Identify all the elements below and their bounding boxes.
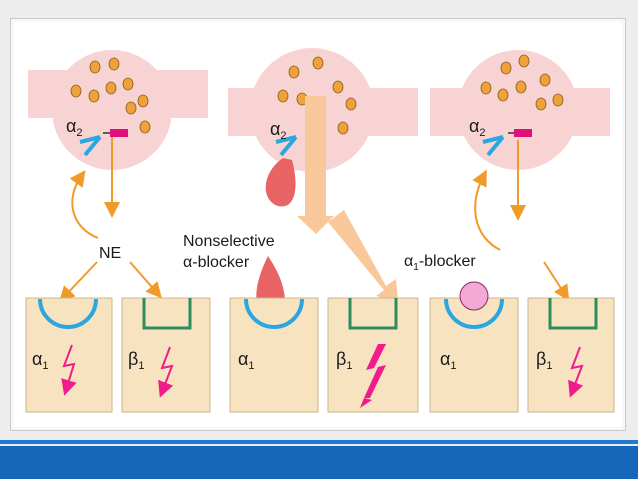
alpha1-label-1: α1 [32,349,49,372]
alpha1-blocker-label: α1-blocker [404,253,476,273]
beta1-label-1: β1 [128,349,144,372]
alpha1-receptor-1 [38,298,98,329]
alpha2-label-2: α2 [270,119,287,142]
footer-bar [0,446,638,479]
alpha1-label-2: α1 [238,349,255,372]
panel-3-alpha1-blocker: α2 α1-blocker α1 β1 [404,50,615,413]
beta1-label-3: β1 [536,349,552,372]
beta1-receptor-1 [142,298,192,330]
alpha1-label-3: α1 [440,349,457,372]
vesicles-2 [277,56,357,135]
beta1-receptor-3 [548,298,598,330]
alpha2-receptor-2 [275,135,298,157]
ne-to-beta1-arrow-1 [129,261,162,299]
feedback-arrow-1 [69,170,99,239]
big-release-arrow [297,96,334,234]
presynaptic-marker-1 [110,129,128,137]
alpha2-receptor-1 [79,135,102,157]
nonselective-label-2: α-blocker [183,254,250,271]
alpha2-label-1: α2 [66,116,83,139]
alpha1-cell-2 [229,297,319,413]
alpha1-blocker-drug [459,281,489,311]
nonselective-label: Nonselective [183,233,275,250]
alpha1-receptor-2 [244,298,304,329]
ne-label: NE [99,245,121,262]
big-to-beta1-arrow [328,210,398,302]
lightning-icon [568,346,584,398]
presynaptic-marker-3 [514,129,532,137]
footer-accent-line [0,440,638,444]
lightning-icon-tip [360,398,372,408]
lightning-icon [158,346,174,398]
vesicles-3 [480,54,564,111]
lightning-icon-large [364,344,386,398]
alpha1-cell-3 [429,297,519,413]
alpha2-label-3: α2 [469,116,486,139]
lightning-icon [61,344,77,396]
beta1-receptor-2 [348,298,398,330]
feedback-arrow-3 [472,169,501,251]
ne-to-alpha1-arrow-1 [58,261,98,303]
beta1-label-2: β1 [336,349,352,372]
panel-2-nonselective-blocker: α2 Nonselective α-blocker α1 β1 [183,48,419,413]
vesicles-1 [70,57,151,134]
ne-to-beta1-arrow-3 [543,261,570,302]
nonselective-drug-alpha2 [265,158,296,207]
alpha1-receptor-3 [444,298,504,329]
panel-1-no-blocker: α2 NE α1 β1 [25,50,211,413]
alpha2-receptor-3 [482,135,505,157]
